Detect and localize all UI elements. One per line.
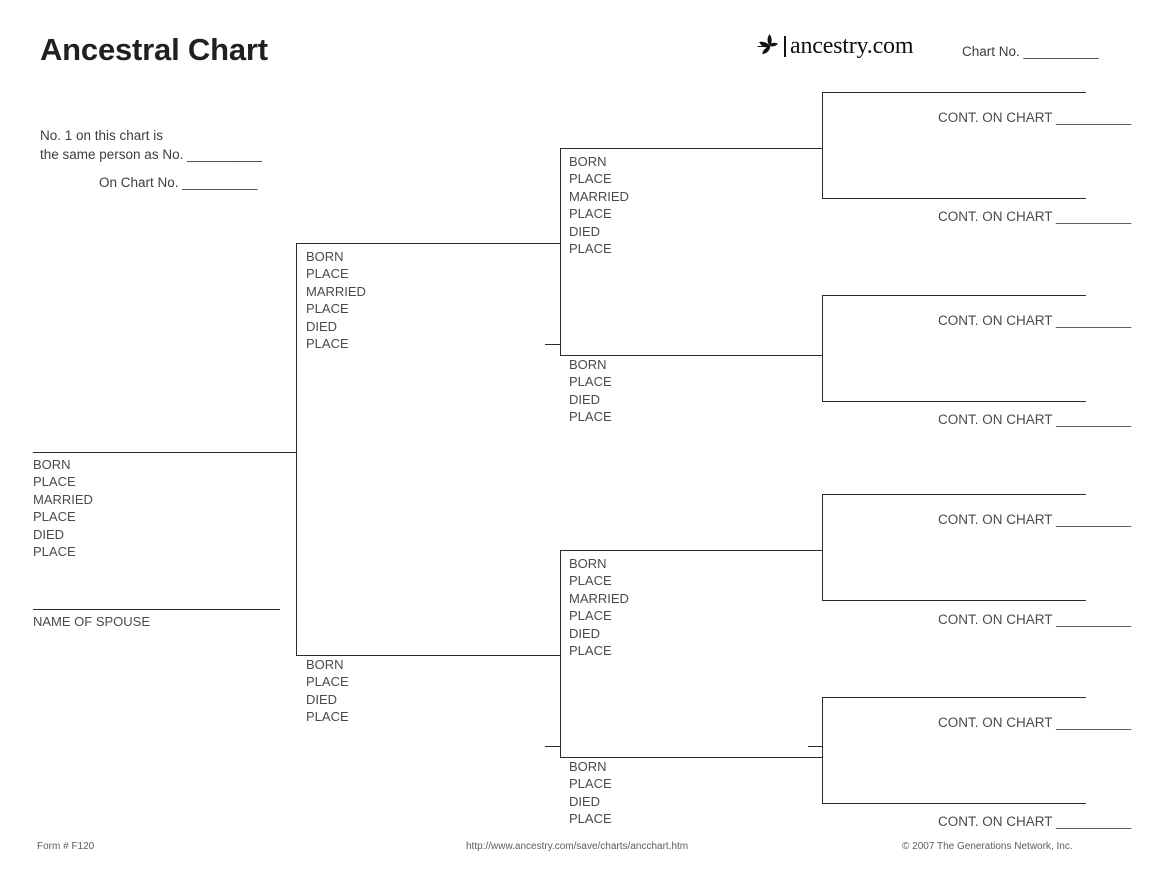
on-chart-no-field[interactable]: On Chart No. __________	[99, 175, 258, 190]
page-title: Ancestral Chart	[40, 32, 268, 67]
ancestry-logo: ancestry.com	[757, 31, 914, 61]
field-place: PLACE	[33, 474, 76, 490]
field-place: PLACE	[569, 241, 612, 257]
field-died: DIED	[569, 391, 601, 407]
field-place: PLACE	[569, 409, 612, 425]
person1-spouse-line[interactable]	[33, 609, 280, 610]
gen4-slot-3-line[interactable]	[822, 295, 1086, 296]
field-born: BORN	[569, 357, 607, 372]
field-married: MARRIED	[569, 590, 629, 606]
gen4-bracket-1-vline	[822, 92, 823, 198]
gen4-bracket-1-stem	[808, 148, 823, 149]
gen2-bracket-stem	[280, 452, 297, 453]
field-place: PLACE	[569, 171, 612, 187]
gen4-bracket-2-vline	[822, 295, 823, 401]
field-place: PLACE	[306, 709, 349, 725]
field-born: BORN	[306, 249, 344, 264]
field-place: PLACE	[306, 674, 349, 690]
note-line-2[interactable]: the same person as No. __________	[40, 147, 263, 162]
gen2-mother-fields: BORN PLACE DIED PLACE	[306, 656, 349, 726]
footer-copyright: © 2007 The Generations Network, Inc.	[902, 841, 1073, 852]
gen4-slot-4-cont-label[interactable]: CONT. ON CHART __________	[938, 412, 1132, 427]
field-died: DIED	[306, 318, 338, 334]
gen4-slot-2-line[interactable]	[822, 198, 1086, 199]
person1-name-line[interactable]	[33, 452, 297, 453]
gen3-mgf-fields: BORN PLACE MARRIED PLACE DIED PLACE	[569, 555, 629, 659]
field-born: BORN	[569, 759, 607, 774]
gen2-mother-name-line[interactable]	[296, 655, 560, 656]
field-died: DIED	[569, 625, 601, 641]
logo-divider-bar	[784, 35, 786, 57]
note-line-1: No. 1 on this chart is	[40, 128, 164, 143]
field-place: PLACE	[569, 776, 612, 792]
gen2-father-name-line[interactable]	[296, 243, 560, 244]
gen4-bracket-3-stem	[808, 550, 823, 551]
gen2-bracket-vline	[296, 243, 297, 655]
field-born: BORN	[569, 154, 607, 169]
footer-form-number: Form # F120	[37, 841, 95, 852]
gen4-bracket-2-stem	[808, 355, 823, 356]
footer-url[interactable]: http://www.ancestry.com/save/charts/ancc…	[466, 841, 689, 852]
field-place: PLACE	[33, 544, 76, 560]
gen4-slot-6-line[interactable]	[822, 600, 1086, 601]
gen4-slot-8-cont-label[interactable]: CONT. ON CHART __________	[938, 814, 1132, 829]
field-died: DIED	[569, 793, 601, 809]
gen4-slot-7-line[interactable]	[822, 697, 1086, 698]
field-place: PLACE	[306, 266, 349, 282]
gen4-bracket-3-vline	[822, 494, 823, 600]
gen4-slot-4-line[interactable]	[822, 401, 1086, 402]
ancestry-logo-text: ancestry.com	[790, 33, 914, 59]
gen3-lower-bracket-stem	[545, 746, 561, 747]
gen4-slot-7-cont-label[interactable]: CONT. ON CHART __________	[938, 715, 1132, 730]
field-place: PLACE	[569, 643, 612, 659]
field-place: PLACE	[569, 811, 612, 827]
field-place: PLACE	[33, 509, 76, 525]
gen4-slot-6-cont-label[interactable]: CONT. ON CHART __________	[938, 612, 1132, 627]
gen4-slot-8-line[interactable]	[822, 803, 1086, 804]
gen3-mgm-name-line[interactable]	[560, 757, 822, 758]
field-place: PLACE	[306, 336, 349, 352]
gen3-mgf-name-line[interactable]	[560, 550, 822, 551]
gen4-bracket-4-vline	[822, 697, 823, 803]
field-married: MARRIED	[569, 188, 629, 204]
gen3-pgf-fields: BORN PLACE MARRIED PLACE DIED PLACE	[569, 153, 629, 257]
field-born: BORN	[306, 657, 344, 672]
gen3-upper-bracket-stem	[545, 344, 561, 345]
gen4-slot-5-cont-label[interactable]: CONT. ON CHART __________	[938, 512, 1132, 527]
field-married: MARRIED	[306, 283, 366, 299]
person1-spouse-label: NAME OF SPOUSE	[33, 614, 151, 629]
gen3-upper-bracket-vline	[560, 148, 561, 355]
field-died: DIED	[33, 526, 65, 542]
field-place: PLACE	[569, 374, 612, 390]
gen4-bracket-4-stem	[808, 746, 823, 747]
ancestry-leaf-icon	[757, 34, 778, 55]
gen4-slot-2-cont-label[interactable]: CONT. ON CHART __________	[938, 209, 1132, 224]
field-married: MARRIED	[33, 491, 93, 507]
gen4-slot-1-line[interactable]	[822, 92, 1086, 93]
field-place: PLACE	[569, 608, 612, 624]
gen4-slot-1-cont-label[interactable]: CONT. ON CHART __________	[938, 110, 1132, 125]
field-born: BORN	[569, 556, 607, 571]
gen3-lower-bracket-vline	[560, 550, 561, 757]
gen3-mgm-fields: BORN PLACE DIED PLACE	[569, 758, 612, 828]
field-died: DIED	[306, 691, 338, 707]
gen2-father-fields: BORN PLACE MARRIED PLACE DIED PLACE	[306, 248, 366, 352]
field-born: BORN	[33, 457, 71, 472]
gen4-slot-3-cont-label[interactable]: CONT. ON CHART __________	[938, 313, 1132, 328]
chart-no-field[interactable]: Chart No. __________	[962, 44, 1099, 59]
field-place: PLACE	[569, 573, 612, 589]
gen3-pgm-fields: BORN PLACE DIED PLACE	[569, 356, 612, 426]
field-died: DIED	[569, 223, 601, 239]
field-place: PLACE	[306, 301, 349, 317]
gen3-pgm-name-line[interactable]	[560, 355, 822, 356]
person1-fields: BORN PLACE MARRIED PLACE DIED PLACE	[33, 456, 93, 560]
chart-cross-reference-note: No. 1 on this chart is the same person a…	[40, 126, 262, 164]
field-place: PLACE	[569, 206, 612, 222]
gen4-slot-5-line[interactable]	[822, 494, 1086, 495]
gen3-pgf-name-line[interactable]	[560, 148, 822, 149]
